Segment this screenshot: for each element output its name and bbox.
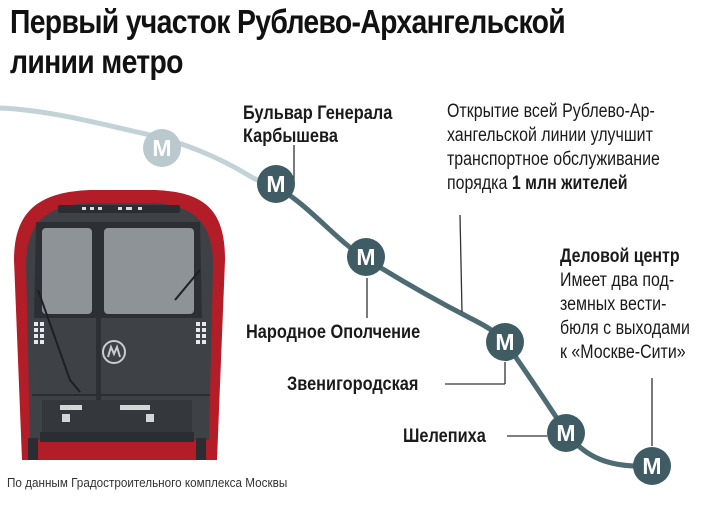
station-opolchenie: М <box>347 238 385 276</box>
station-label-delovoy-tsentr: Деловой центр <box>560 246 680 267</box>
title-line-2: линии метро <box>10 43 183 80</box>
future-line-segment <box>0 105 275 188</box>
train-metro-logo-icon <box>102 340 126 364</box>
station-zvenigorodskaya: М <box>486 323 524 361</box>
station-delovoy-tsentr: М <box>633 447 671 485</box>
delovoy-note: Деловой центр Имеет два под- земных вест… <box>560 246 690 363</box>
page-title: Первый участок Рублево-Архангельской лин… <box>10 2 566 82</box>
metro-logo-icon: М <box>266 171 285 197</box>
station-label-shelepikha: Шелепиха <box>403 426 486 447</box>
metro-logo-icon: М <box>152 135 171 161</box>
metro-logo-icon: М <box>642 453 661 479</box>
train-door-window <box>104 228 194 314</box>
station-future: М <box>143 129 181 167</box>
title-line-1: Первый участок Рублево-Архангельской <box>10 3 566 40</box>
station-karbysheva: М <box>257 165 295 203</box>
station-label-karbysheva: Бульвар Генерала Карбышева <box>243 103 393 147</box>
callout-highlight: 1 млн жителей <box>511 173 628 194</box>
leader-line-callout <box>459 214 463 313</box>
callout-text: Открытие всей Рублево-Ар- хангельской ли… <box>447 101 660 194</box>
metro-logo-icon: М <box>356 244 375 270</box>
station-label-opolchenie: Народное Ополчение <box>246 322 421 343</box>
train-illustration <box>14 190 225 460</box>
station-shelepikha: М <box>547 414 585 452</box>
source-note: По данным Градостроительного комплекса М… <box>7 475 288 490</box>
station-label-zvenigorodskaya: Звенигородская <box>287 374 419 395</box>
metro-logo-icon: М <box>556 420 575 446</box>
train-window-left <box>42 228 92 314</box>
metro-logo-icon: М <box>495 329 514 355</box>
